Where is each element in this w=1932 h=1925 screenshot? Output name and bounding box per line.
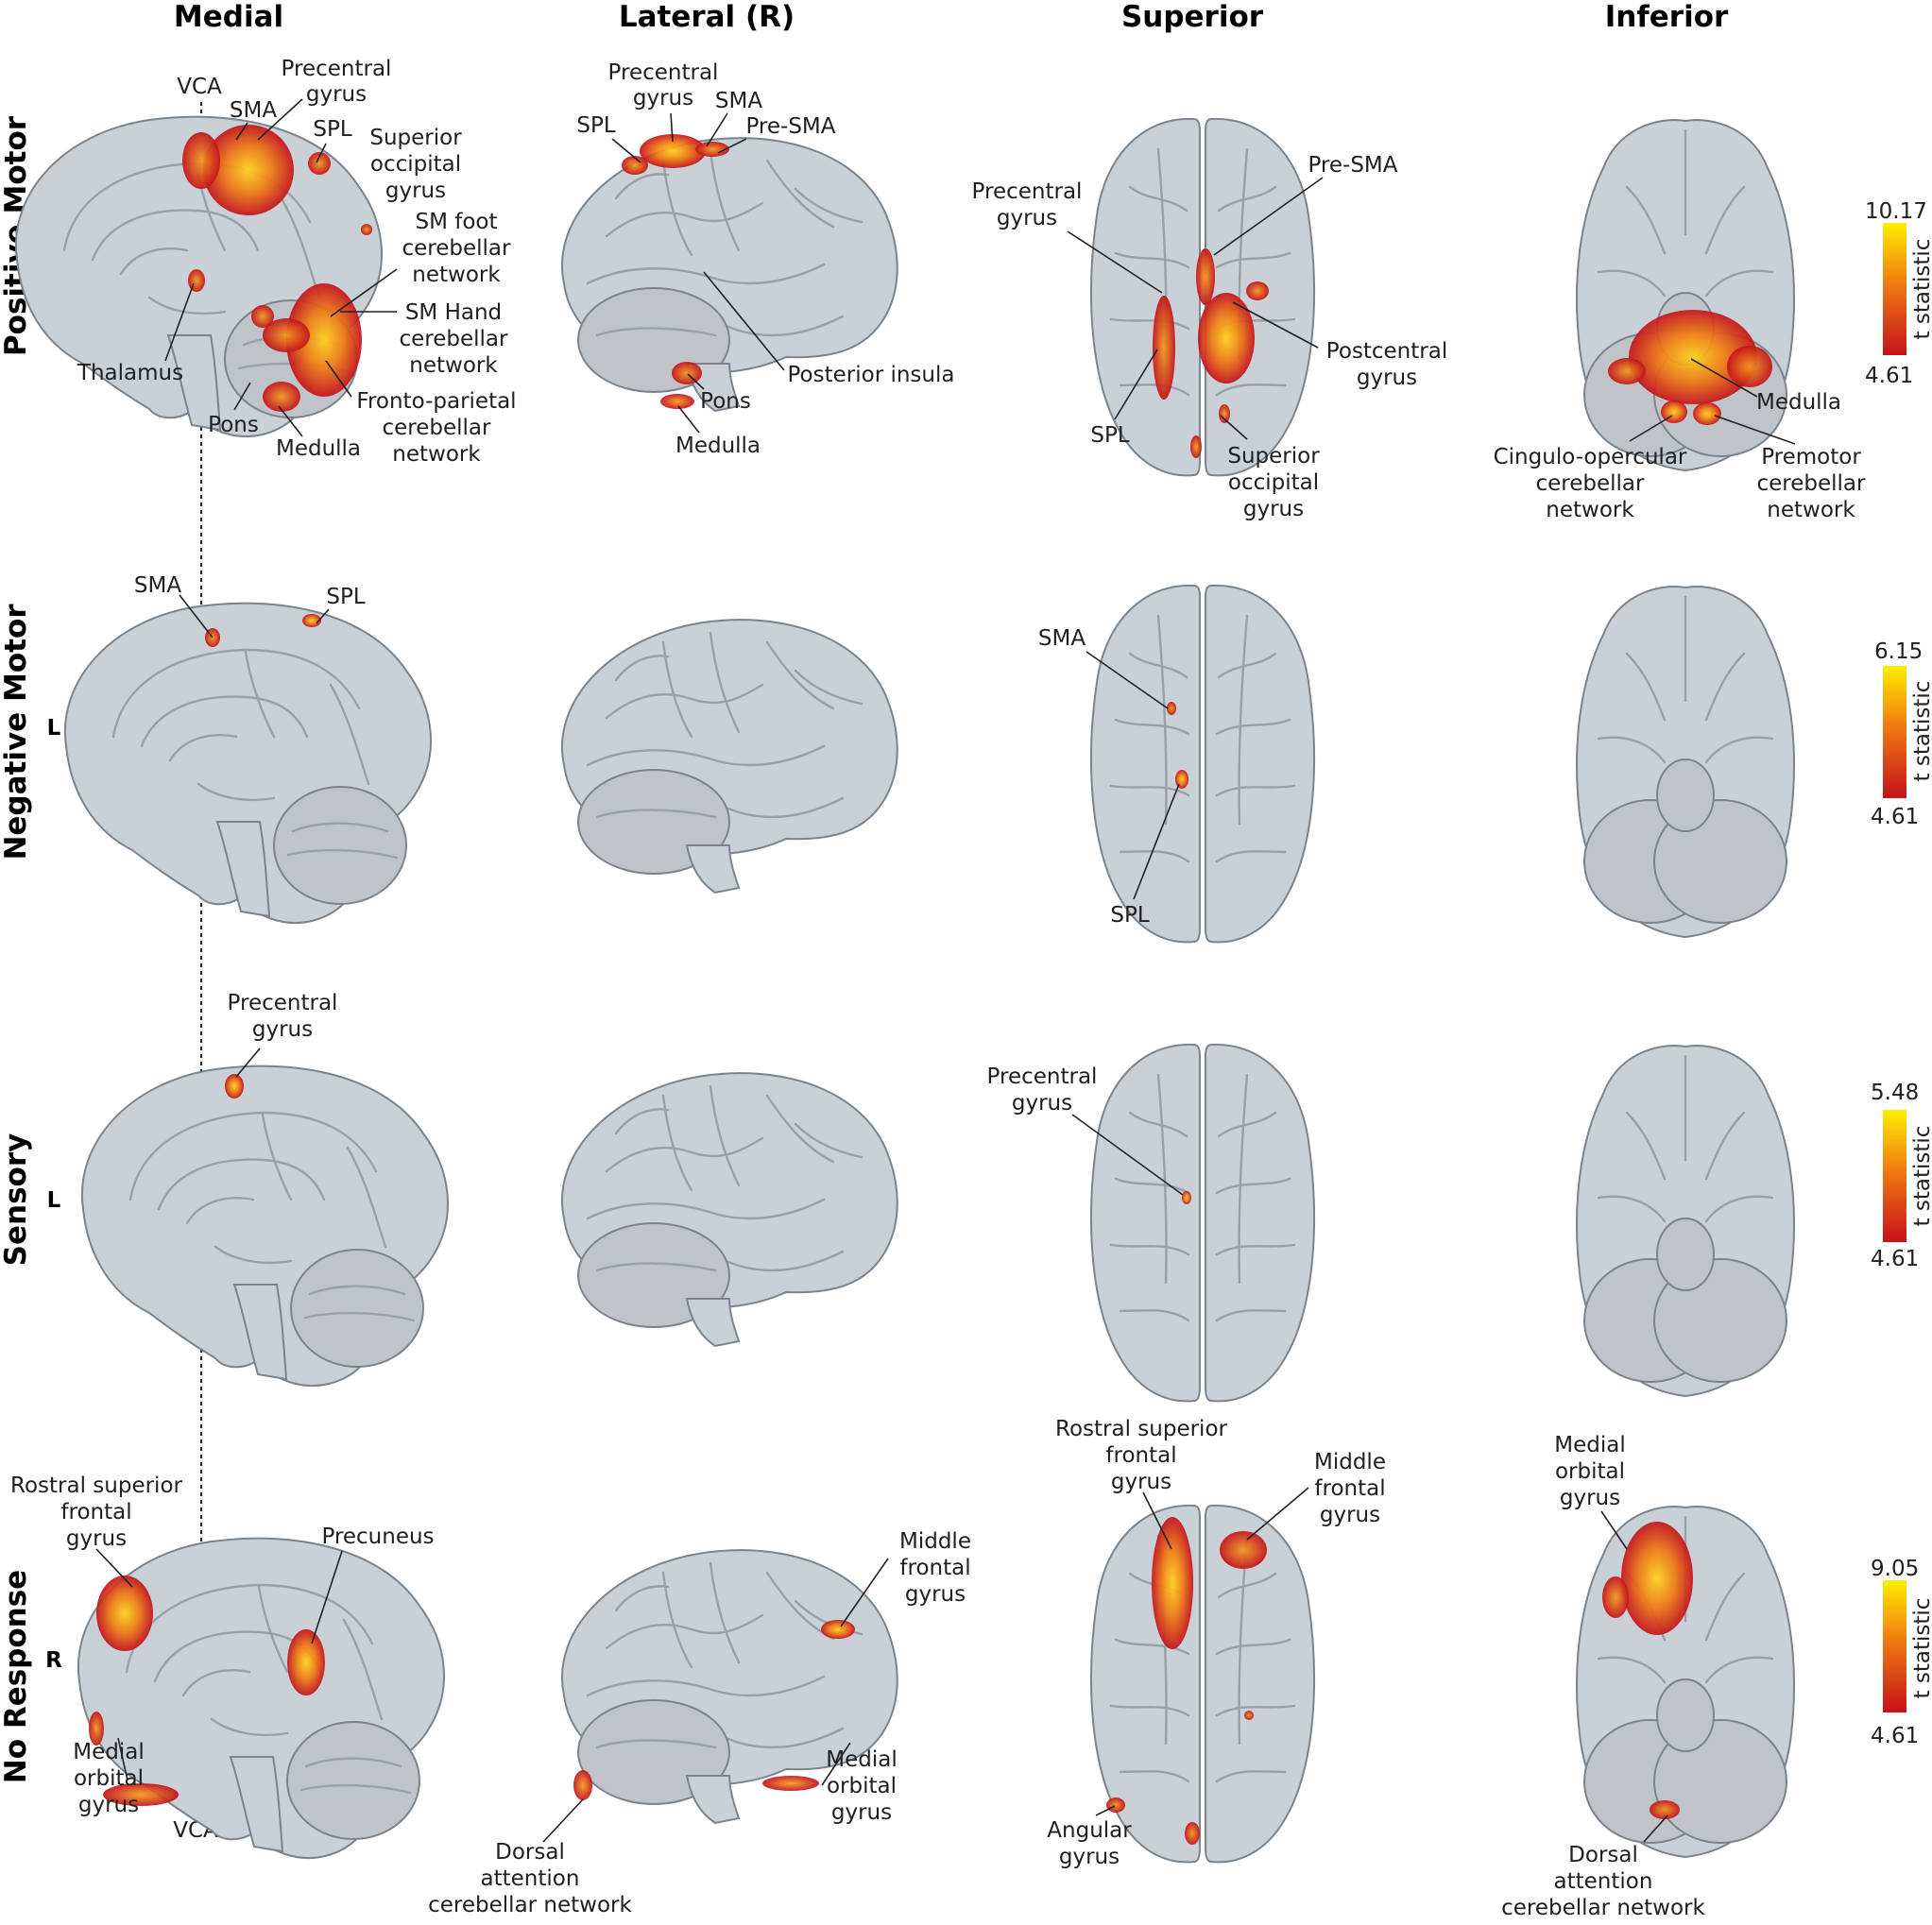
column-header-lateral: Lateral (R) [619,0,795,34]
label-sma: SMA [134,573,181,598]
label-pons-lateral: Pons [700,389,751,414]
colorbar-min: 4.61 [1871,805,1919,829]
lateral-brain-view [560,134,898,413]
label-sma: SMA [230,98,277,123]
hemisphere-label: L [47,716,61,741]
lateral-brain-view [560,1071,898,1348]
colorbar-max: 5.48 [1871,1081,1919,1105]
medial-brain-view [63,602,433,925]
label-thalamus: Thalamus [77,361,183,385]
label-pre-sma-lateral: Pre-SMA [745,114,835,139]
label-medulla-inferior: Medulla [1756,390,1841,415]
colorbar-min: 4.61 [1865,364,1913,388]
row-header-sensory: Sensory [0,1133,33,1267]
superior-brain-view [1089,1043,1316,1403]
label-spl: SPL [313,117,351,142]
colorbar [1883,1580,1906,1712]
inferior-brain-view [1575,118,1796,472]
row-negative-motor-labels: SMA SPL SMA SPL 6.15 4.61 t statistic [134,573,1932,928]
label-spl: SPL [326,585,365,609]
row-no-response [77,1504,1796,1864]
colorbar-max: 6.15 [1874,639,1923,664]
label-medulla: Medulla [276,436,361,461]
label-sma-superior: SMA [1038,626,1086,651]
row-sensory [80,1043,1796,1403]
lateral-brain-view [560,618,898,894]
label-spl-superior: SPL [1110,903,1149,928]
colorbar-min: 4.61 [1871,1724,1919,1748]
label-spl-lateral: SPL [576,113,615,138]
colorbar [1883,1110,1906,1242]
inferior-brain-view [1575,1505,1796,1859]
label-sma-lateral: SMA [715,89,762,113]
column-header-inferior: Inferior [1605,0,1729,34]
label-medulla-lateral: Medulla [675,434,761,458]
colorbar [1883,223,1906,355]
row-negative-motor [63,584,1796,944]
label-pre-sma-superior: Pre-SMA [1308,153,1397,178]
hemisphere-label: R [45,1648,62,1673]
row-header-no-response: No Response [0,1570,33,1783]
colorbar-label: t statistic [1910,239,1932,340]
inferior-brain-view [1575,1044,1796,1398]
colorbar-label: t statistic [1910,681,1932,782]
medial-brain-view [77,1537,446,1860]
lateral-brain-view [560,1548,898,1825]
row-positive-motor [14,115,1796,477]
inferior-brain-view [1575,585,1796,939]
vca-label-top: VCA [177,75,222,99]
colorbar-label: t statistic [1910,1598,1932,1699]
colorbar-max: 10.17 [1865,199,1927,224]
medial-brain-view [80,1065,450,1388]
colorbar-min: 4.61 [1871,1247,1919,1271]
colorbar [1883,666,1906,798]
label-precuneus: Precuneus [321,1525,434,1549]
label-posterior-insula: Posterior insula [788,363,955,387]
row-header-negative-motor: Negative Motor [0,604,33,860]
superior-brain-view [1089,1504,1316,1864]
column-header-superior: Superior [1121,0,1264,34]
colorbar-label: t statistic [1910,1126,1932,1227]
superior-brain-view [1089,584,1316,944]
label-spl-superior: SPL [1090,423,1129,448]
column-header-medial: Medial [174,0,283,34]
superior-brain-view [1089,117,1316,477]
medial-brain-view [14,115,384,438]
hemisphere-label: L [47,1188,61,1213]
label-pons: Pons [208,413,259,437]
colorbar-max: 9.05 [1871,1557,1919,1581]
